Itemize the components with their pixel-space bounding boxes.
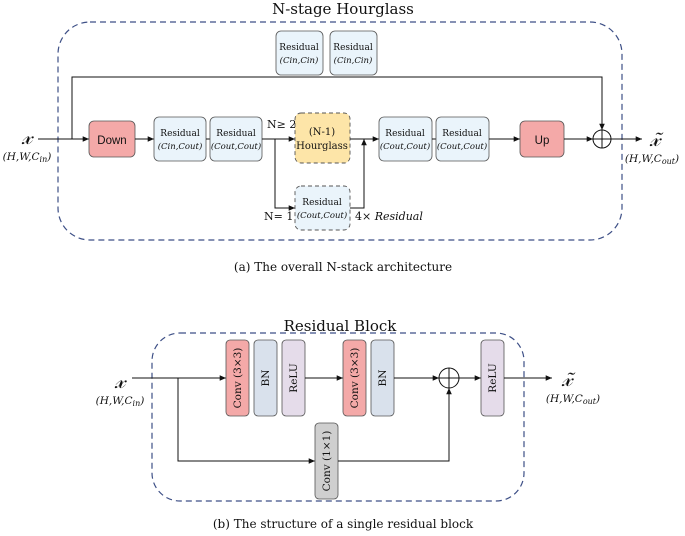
skip-residual-1-title: Residual [279, 43, 319, 53]
top-input-shape: (H,W,Cin) [3, 151, 52, 164]
skip-residual-block-2 [329, 30, 378, 76]
top-input-symbol: 𝓍 [21, 125, 34, 150]
bottom-caption: (b) The structure of a single residual b… [213, 517, 474, 531]
residual-block-d [435, 116, 490, 162]
residual-block-b [209, 116, 263, 162]
residual-e-params: (Cout,Cout) [297, 210, 347, 221]
residual-c-params: (Cout,Cout) [380, 141, 430, 152]
relu-1-label: ReLU [288, 363, 300, 393]
conv3x3-block-2 [342, 339, 367, 417]
top-output-symbol: 𝓍̃ [649, 127, 664, 152]
residual-d-title: Residual [442, 129, 482, 139]
top-sum-node [592, 129, 612, 149]
conv3x3-block-1 [225, 339, 250, 417]
bottom-title: Residual Block [284, 317, 398, 335]
residual-a-params: (Cin,Cout) [158, 141, 203, 152]
bn-block-1 [253, 339, 278, 417]
repeat-note: 4× Residual [355, 210, 423, 223]
conv3x3-1-label: Conv (3×3) [232, 348, 244, 409]
bottom-input-shape: (H,W,Cin) [96, 395, 145, 408]
bn-2-label: BN [377, 370, 389, 387]
residual-block-a [153, 116, 207, 162]
skip-residual-block-1 [275, 30, 324, 76]
bn-1-label: BN [260, 370, 272, 387]
hourglass-line1: (N-1) [309, 127, 335, 138]
residual-d-params: (Cout,Cout) [437, 141, 487, 152]
conv1x1-label: Conv (1×1) [321, 431, 333, 492]
residual-e-title: Residual [302, 198, 342, 208]
top-frame [57, 21, 623, 241]
top-output-shape: (H,W,Cout) [625, 153, 679, 166]
up-label: Up [535, 135, 550, 147]
condition-ge2: N≥ 2 [267, 118, 296, 131]
residual-a-title: Residual [160, 129, 200, 139]
residual-b-params: (Cout,Cout) [211, 141, 261, 152]
bottom-output-symbol: 𝓍̃ [561, 367, 576, 392]
top-caption: (a) The overall N-stack architecture [234, 260, 452, 274]
conv3x3-2-label: Conv (3×3) [349, 348, 361, 409]
bottom-sum-node [438, 367, 460, 389]
down-label: Down [97, 135, 126, 147]
residual-c-title: Residual [385, 129, 425, 139]
skip-residual-1-params: (Cin,Cin) [280, 55, 319, 66]
hourglass-block [294, 112, 351, 164]
residual-b-title: Residual [216, 129, 256, 139]
skip-residual-2-title: Residual [333, 43, 373, 53]
residual-block-e [294, 185, 351, 231]
relu-2-label: ReLU [487, 363, 499, 393]
skip-residual-2-params: (Cin,Cin) [334, 55, 373, 66]
bottom-frame [151, 332, 525, 502]
condition-eq1: N= 1 [264, 210, 293, 223]
residual-block-c [378, 116, 433, 162]
bottom-input-symbol: 𝓍 [114, 369, 127, 394]
bottom-output-shape: (H,W,Cout) [546, 393, 600, 406]
top-title: N-stage Hourglass [272, 0, 414, 18]
hourglass-line2: Hourglass [296, 141, 348, 152]
